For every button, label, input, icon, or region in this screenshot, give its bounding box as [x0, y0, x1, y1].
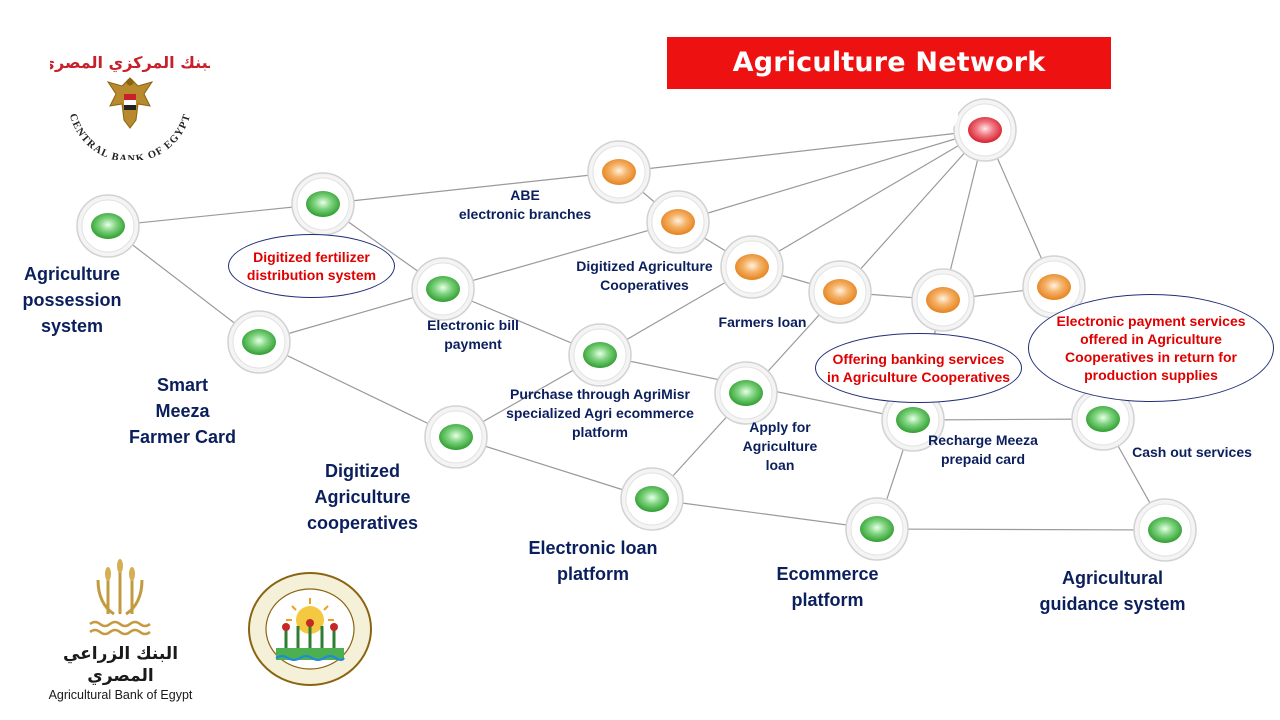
label-line: ABE — [510, 187, 540, 203]
label-digitized-agriculture-cooperatives-node: Digitized Agriculture Cooperatives — [566, 257, 723, 295]
label-recharge-meeza-prepaid-card: Recharge Meeza prepaid card — [918, 431, 1048, 469]
label-line: platform — [572, 424, 628, 440]
label-cash-out-services: Cash out services — [1132, 444, 1252, 460]
abe-english-name: Agricultural Bank of Egypt — [48, 688, 193, 702]
label-line: guidance system — [1039, 594, 1186, 614]
node-electronic-bill-payment — [411, 257, 475, 321]
node-banking-services — [911, 268, 975, 332]
node-electronic-loan-platform — [620, 467, 684, 531]
node-recharge-meeza — [881, 388, 945, 452]
ministry-of-agriculture-seal — [248, 572, 372, 686]
node-agriculture-possession — [76, 194, 140, 258]
label-line: Apply for — [749, 419, 811, 435]
oval-digitized-fertilizer: Digitized fertilizer distribution system — [228, 234, 395, 298]
oval-line: Offering banking services — [832, 351, 1005, 367]
label-smart-meeza-farmer-card: Smart Meeza Farmer Card — [120, 372, 245, 450]
label-line: Digitized — [325, 461, 400, 481]
label-farmers-loan: Farmers loan — [718, 314, 807, 330]
node-purchase-agrimisr — [568, 323, 632, 387]
label-line: Digitized Agriculture — [576, 258, 713, 274]
label-line: platform — [557, 564, 629, 584]
label-apply-for-agriculture-loan: Apply for Agriculture loan — [730, 418, 830, 475]
oval-line: offered in Agriculture — [1080, 331, 1222, 347]
agricultural-bank-of-egypt-logo: البنك الزراعي المصري Agricultural Bank o… — [38, 556, 203, 702]
oval-electronic-payment-services: Electronic payment services offered in A… — [1028, 294, 1274, 402]
label-line: platform — [791, 590, 864, 610]
label-line: Agriculture — [314, 487, 411, 507]
oval-line: distribution system — [246, 267, 377, 283]
abe-arabic-name: البنك الزراعي المصري — [62, 644, 179, 686]
node-ecommerce-platform — [845, 497, 909, 561]
node-electronic-payment-services — [1022, 255, 1086, 319]
wheat-emblem-icon — [89, 559, 151, 636]
label-line: electronic branches — [458, 206, 592, 222]
cbe-arabic-name: البنك المركزي المصري — [50, 53, 210, 73]
oval-line: Cooperatives in return for — [1065, 349, 1237, 365]
label-line: prepaid card — [940, 451, 1026, 467]
label-line: cooperatives — [306, 513, 419, 533]
label-line: Agriculture — [742, 438, 818, 454]
label-line: Agriculture — [23, 264, 120, 284]
label-abe-electronic-branches: ABE electronic branches — [450, 186, 600, 224]
label-line: Purchase through AgriMisr — [510, 386, 690, 402]
label-purchase-through-agrimisr: Purchase through AgriMisr specialized Ag… — [500, 385, 700, 442]
label-electronic-bill-payment: Electronic bill payment — [418, 316, 528, 354]
label-line: Cooperatives — [600, 277, 689, 293]
central-bank-of-egypt-logo: البنك المركزي المصري CENTRAL BANK OF EGY… — [50, 53, 210, 160]
label-line: Electronic bill — [427, 317, 519, 333]
oval-line: Digitized fertilizer — [253, 249, 370, 265]
label-line: Agricultural — [1061, 568, 1163, 588]
oval-banking-services: Offering banking services in Agriculture… — [815, 333, 1022, 403]
label-agriculture-possession-system: Agriculture possession system — [12, 261, 132, 339]
node-digitized-cooperatives — [424, 405, 488, 469]
oval-line: production supplies — [1084, 367, 1218, 383]
label-digitized-agriculture-cooperatives: Digitized Agriculture cooperatives — [295, 458, 430, 536]
diagram-title: Agriculture Network (AgriNet) — [667, 37, 1111, 130]
node-digitized-fertilizer — [291, 172, 355, 236]
node-smart-meeza-card — [227, 310, 291, 374]
label-line: Ecommerce — [776, 564, 879, 584]
label-line: Electronic loan — [528, 538, 658, 558]
eagle-emblem-icon — [106, 77, 154, 129]
label-line: system — [40, 316, 104, 336]
node-apply-agriculture-loan — [714, 361, 778, 425]
label-line: Smart — [156, 375, 209, 395]
label-electronic-loan-platform: Electronic loan platform — [518, 535, 668, 587]
label-line: Meeza — [155, 401, 210, 421]
node-digitized-agriculture-cooperatives — [646, 190, 710, 254]
node-agricultural-guidance — [1133, 498, 1197, 562]
node-cooperatives-2 — [720, 235, 784, 299]
label-line: Farmer Card — [128, 427, 237, 447]
node-hub — [953, 98, 1017, 162]
label-agricultural-guidance-system: Agricultural guidance system — [1030, 565, 1195, 617]
label-line: loan — [765, 457, 795, 473]
node-abe-electronic-branches — [587, 140, 651, 204]
label-line: payment — [444, 336, 502, 352]
oval-line: in Agriculture Cooperatives — [826, 369, 1011, 385]
label-line: specialized Agri ecommerce — [506, 405, 694, 421]
oval-line: Electronic payment services — [1056, 313, 1246, 329]
label-line: Recharge Meeza — [928, 432, 1038, 448]
label-line: possession — [22, 290, 122, 310]
plants-icon — [282, 619, 338, 648]
label-ecommerce-platform: Ecommerce platform — [760, 561, 895, 613]
node-farmers-loan — [808, 260, 872, 324]
